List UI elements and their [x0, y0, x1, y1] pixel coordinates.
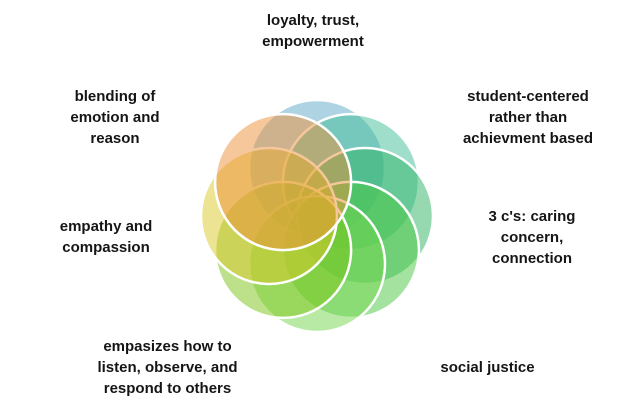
label-student-centered: student-centered rather than achievment … [462, 88, 594, 147]
label-loyalty-trust-empowerment: loyalty, trust, empowerment [262, 12, 364, 50]
label-three-cs: 3 c's: caring concern, connection [488, 208, 576, 267]
venn-circle-northwest [213, 112, 353, 252]
label-blending-emotion-reason: blending of emotion and reason [70, 88, 160, 147]
label-social-justice: social justice [440, 359, 535, 376]
label-listen-observe-respond: empasizes how to listen, observe, and re… [97, 338, 238, 397]
label-empathy-compassion: empathy and compassion [59, 218, 153, 256]
